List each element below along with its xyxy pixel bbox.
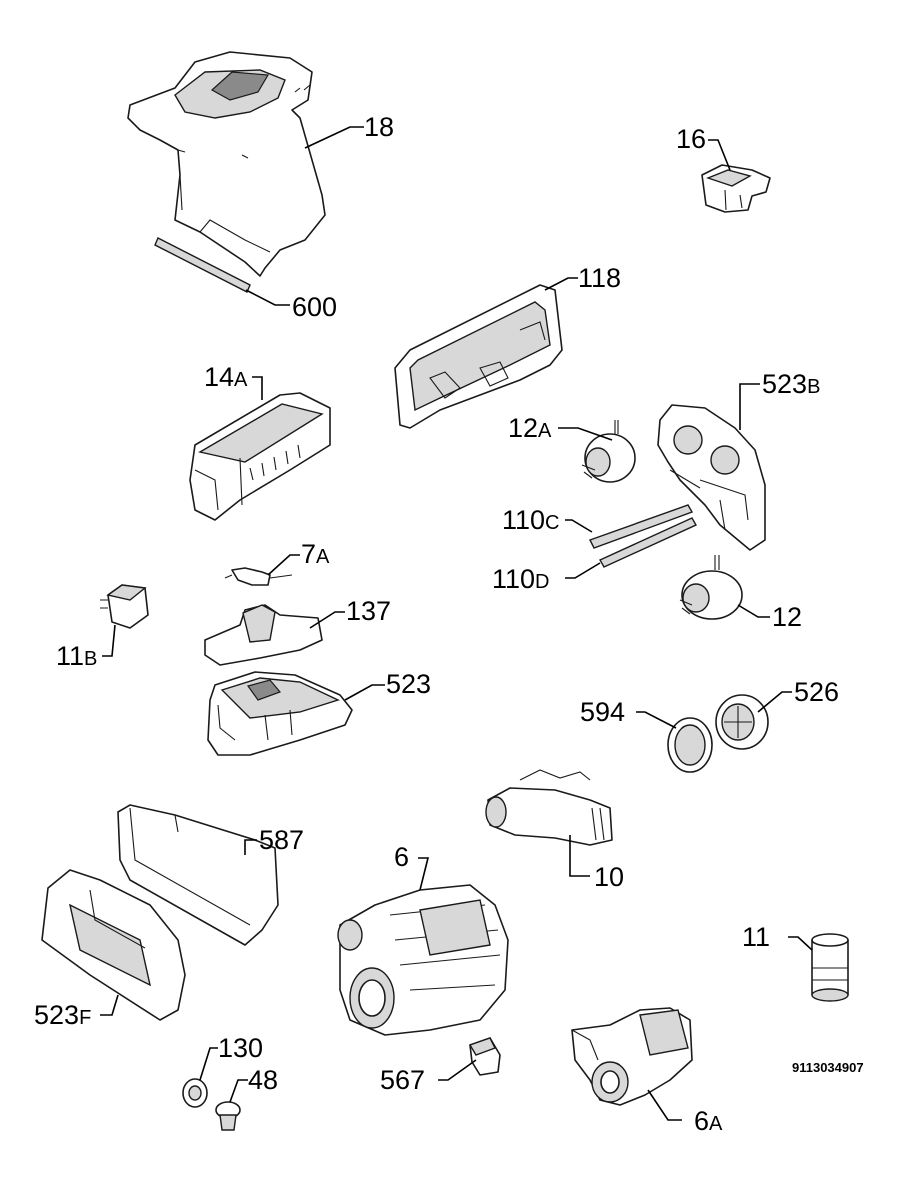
label-523: 523 [386, 669, 431, 699]
part-526-cap [715, 694, 769, 750]
part-12-pressure-switch [679, 555, 743, 620]
part-12a-pressure-switch [581, 420, 636, 483]
label-16: 16 [676, 124, 706, 154]
label-12a: 12A [508, 413, 552, 443]
label-526: 526 [794, 677, 839, 707]
label-567: 567 [380, 1065, 425, 1095]
label-10: 10 [594, 862, 624, 892]
label-12: 12 [772, 602, 802, 632]
part-labels: 18 600 16 118 14A 523B 12A 110C 110D 7A … [34, 112, 864, 1136]
label-118: 118 [578, 263, 621, 293]
part-11b-relay [100, 584, 149, 629]
label-110c: 110C [502, 505, 560, 535]
label-600: 600 [292, 292, 337, 322]
part-594-ring [667, 717, 713, 773]
label-11: 11 [742, 922, 770, 952]
part-18-duct-housing [127, 51, 326, 293]
label-7a: 7A [301, 539, 330, 569]
label-110d: 110D [492, 564, 550, 594]
part-48-screw [215, 1101, 241, 1131]
leader-lines [100, 126, 813, 1121]
reference-number: 9113034907 [792, 1060, 864, 1075]
label-14a: 14A [204, 362, 248, 392]
part-523-base [207, 671, 353, 756]
label-18: 18 [364, 112, 394, 142]
label-6: 6 [394, 842, 409, 872]
label-594: 594 [580, 697, 625, 727]
part-6a-drain-pump [571, 1007, 693, 1106]
part-11-capacitor [811, 933, 849, 1002]
part-587-cover [117, 804, 279, 946]
part-137-cover [204, 604, 323, 666]
part-110-hoses [589, 504, 697, 568]
part-118-panel [394, 284, 563, 429]
part-14a-timer-module [189, 392, 331, 521]
part-6-motor [337, 884, 509, 1036]
part-130-washer [182, 1078, 208, 1108]
part-523f-housing [41, 869, 186, 1021]
label-6a: 6A [694, 1106, 723, 1136]
label-11b: 11B [56, 641, 97, 671]
part-523b-bracket [657, 404, 766, 551]
part-16-module [701, 164, 771, 213]
label-130: 130 [218, 1033, 263, 1063]
label-137: 137 [346, 596, 391, 626]
part-10-valve [485, 769, 613, 846]
label-587: 587 [259, 825, 304, 855]
label-523f: 523F [34, 1000, 91, 1030]
part-567-clip [468, 1037, 501, 1076]
part-7a-clip [224, 567, 293, 586]
label-48: 48 [248, 1065, 278, 1095]
label-523b: 523B [762, 369, 820, 399]
